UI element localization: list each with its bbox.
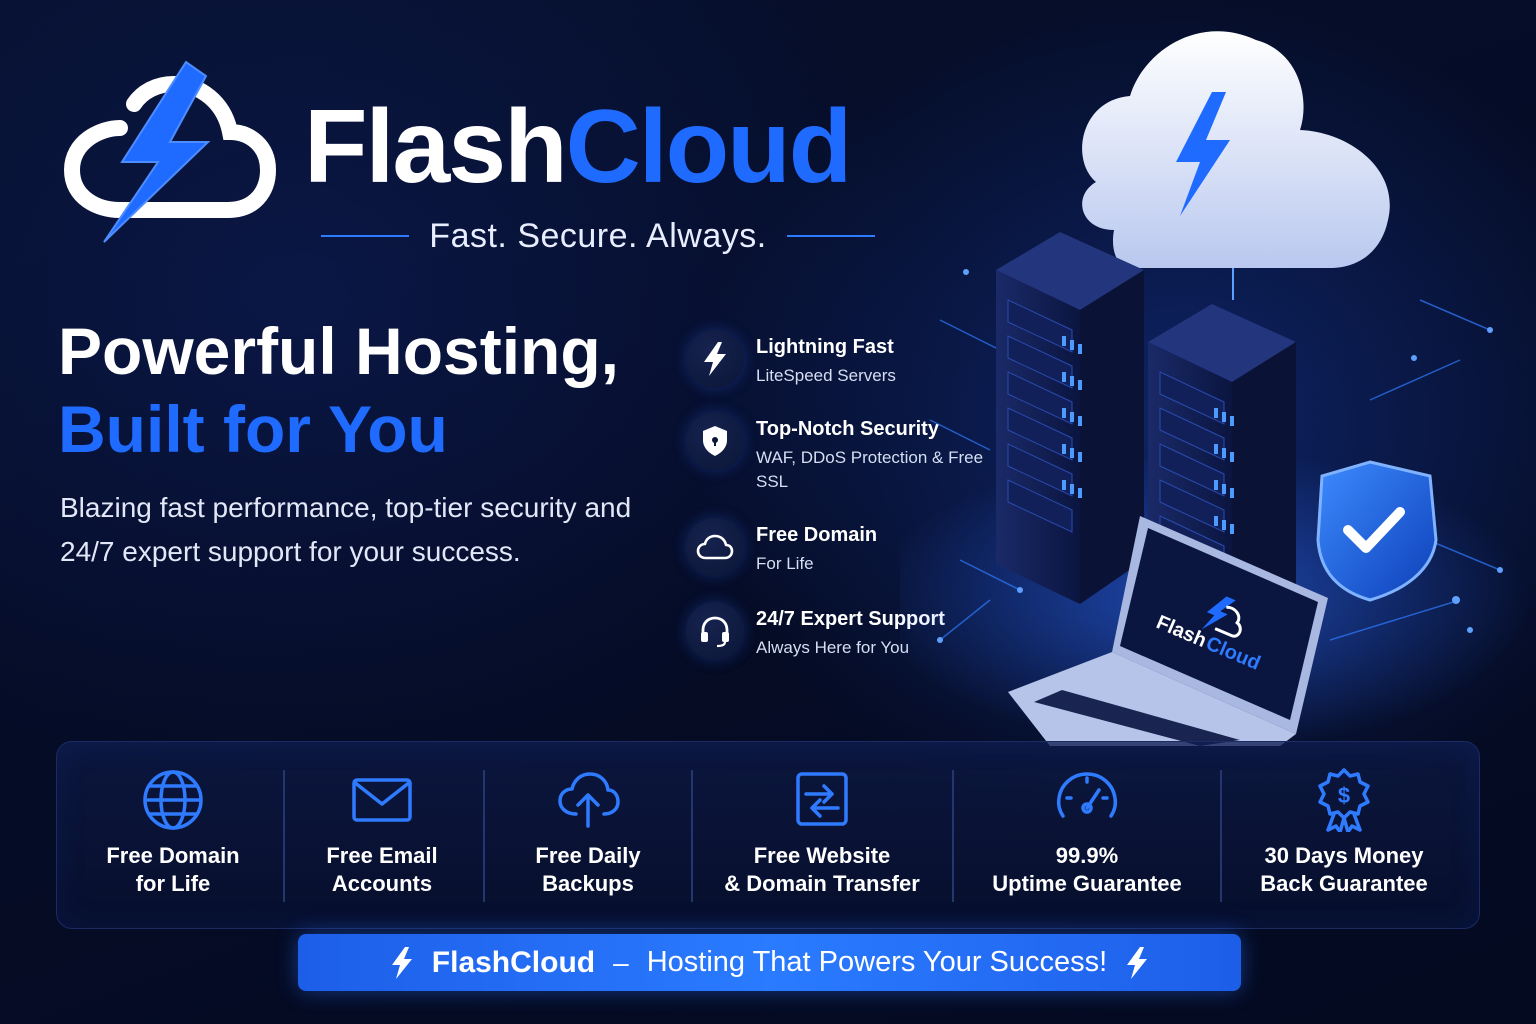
benefit-label-line2: & Domain Transfer bbox=[724, 871, 920, 896]
bolt-icon bbox=[686, 330, 744, 388]
benefit-label-line2: Accounts bbox=[331, 871, 433, 896]
feature-subtitle: Always Here for You bbox=[756, 638, 910, 657]
hero-description: Blazing fast performance, top-tier secur… bbox=[60, 492, 632, 567]
flashcloud-logo-icon bbox=[63, 60, 277, 243]
headset-icon bbox=[686, 602, 744, 660]
svg-text:$: $ bbox=[1338, 783, 1350, 808]
benefit-free-backups: Free Daily Backups bbox=[485, 742, 691, 930]
brand-name-flash: Flash bbox=[304, 89, 568, 205]
cloud-upload-icon bbox=[558, 772, 620, 828]
brand-name-cloud: Cloud bbox=[565, 89, 853, 205]
speedometer-icon bbox=[1056, 772, 1118, 818]
benefit-divider bbox=[952, 770, 954, 902]
benefit-label-line1: Free Domain bbox=[106, 843, 240, 868]
hero-title-line1: Powerful Hosting, bbox=[58, 314, 619, 388]
hero-title: Powerful Hosting, Built for You bbox=[58, 312, 619, 468]
cta-separator: – bbox=[613, 946, 629, 978]
benefit-label-line1: 30 Days Money bbox=[1264, 843, 1424, 868]
hosting-illustration: Flash Cloud bbox=[900, 31, 1530, 750]
benefit-label: Free Email Accounts bbox=[285, 842, 479, 898]
benefit-free-transfer: Free Website & Domain Transfer bbox=[693, 742, 951, 930]
benefit-label-line1: Free Email bbox=[326, 843, 438, 868]
security-shield-icon bbox=[1316, 460, 1438, 602]
benefit-money-back: $ 30 Days Money Back Guarantee bbox=[1222, 742, 1466, 930]
globe-icon bbox=[143, 770, 203, 830]
cta-banner[interactable]: FlashCloud – Hosting That Powers Your Su… bbox=[298, 934, 1241, 991]
benefit-label-line1: Free Website bbox=[753, 843, 891, 868]
benefit-label: Free Daily Backups bbox=[485, 842, 691, 898]
benefit-uptime: 99.9% Uptime Guarantee bbox=[954, 742, 1220, 930]
benefit-label-line1: 99.9% bbox=[1055, 843, 1119, 868]
brand-name: FlashCloud bbox=[304, 89, 853, 205]
benefit-free-domain: Free Domain for Life bbox=[77, 742, 269, 930]
benefit-divider bbox=[691, 770, 693, 902]
benefit-label-line2: for Life bbox=[135, 871, 211, 896]
benefit-label: Free Website & Domain Transfer bbox=[693, 842, 951, 898]
transfer-icon bbox=[796, 772, 848, 826]
cloud-icon bbox=[686, 518, 744, 576]
benefit-free-email: Free Email Accounts bbox=[285, 742, 479, 930]
feature-subtitle: LiteSpeed Servers bbox=[756, 366, 896, 385]
benefit-label-line2: Uptime Guarantee bbox=[992, 871, 1182, 896]
benefit-label-line2: Backups bbox=[542, 871, 634, 896]
benefit-label: Free Domain for Life bbox=[77, 842, 269, 898]
benefit-divider bbox=[483, 770, 485, 902]
bolt-icon bbox=[1127, 946, 1148, 979]
server-rack-left bbox=[996, 232, 1144, 604]
cta-brand: FlashCloud bbox=[431, 945, 596, 979]
dollar-badge-icon: $ bbox=[1318, 768, 1370, 832]
bolt-icon bbox=[391, 946, 412, 979]
feature-title: Top-Notch Security bbox=[756, 418, 939, 440]
benefit-divider bbox=[1220, 770, 1222, 902]
tagline-row: Fast. Secure. Always. bbox=[310, 214, 886, 258]
benefit-label-line2: Back Guarantee bbox=[1260, 871, 1428, 896]
feature-title: Lightning Fast bbox=[756, 336, 894, 358]
benefits-panel: Free Domain for Life Free Email Accounts… bbox=[56, 741, 1480, 929]
envelope-icon bbox=[352, 778, 412, 822]
cloud-bolt-icon bbox=[1176, 92, 1230, 216]
tagline: Fast. Secure. Always. bbox=[429, 216, 767, 255]
benefit-divider bbox=[283, 770, 285, 902]
feature-subtitle: For Life bbox=[756, 554, 814, 573]
feature-subtitle: WAF, DDoS Protection & Free SSL bbox=[756, 448, 984, 491]
laptop-illustration: Flash Cloud bbox=[1008, 516, 1328, 746]
benefit-label-line1: Free Daily bbox=[535, 843, 641, 868]
shield-icon bbox=[686, 412, 744, 470]
benefit-label: 99.9% Uptime Guarantee bbox=[954, 842, 1220, 898]
feature-title: 24/7 Expert Support bbox=[756, 608, 945, 630]
tagline-divider-right bbox=[786, 235, 875, 237]
hero-title-line2: Built for You bbox=[58, 392, 448, 466]
benefit-label: 30 Days Money Back Guarantee bbox=[1222, 842, 1466, 898]
feature-title: Free Domain bbox=[756, 524, 878, 546]
cta-text: Hosting That Powers Your Success! bbox=[646, 946, 1108, 978]
tagline-divider-left bbox=[321, 235, 410, 237]
